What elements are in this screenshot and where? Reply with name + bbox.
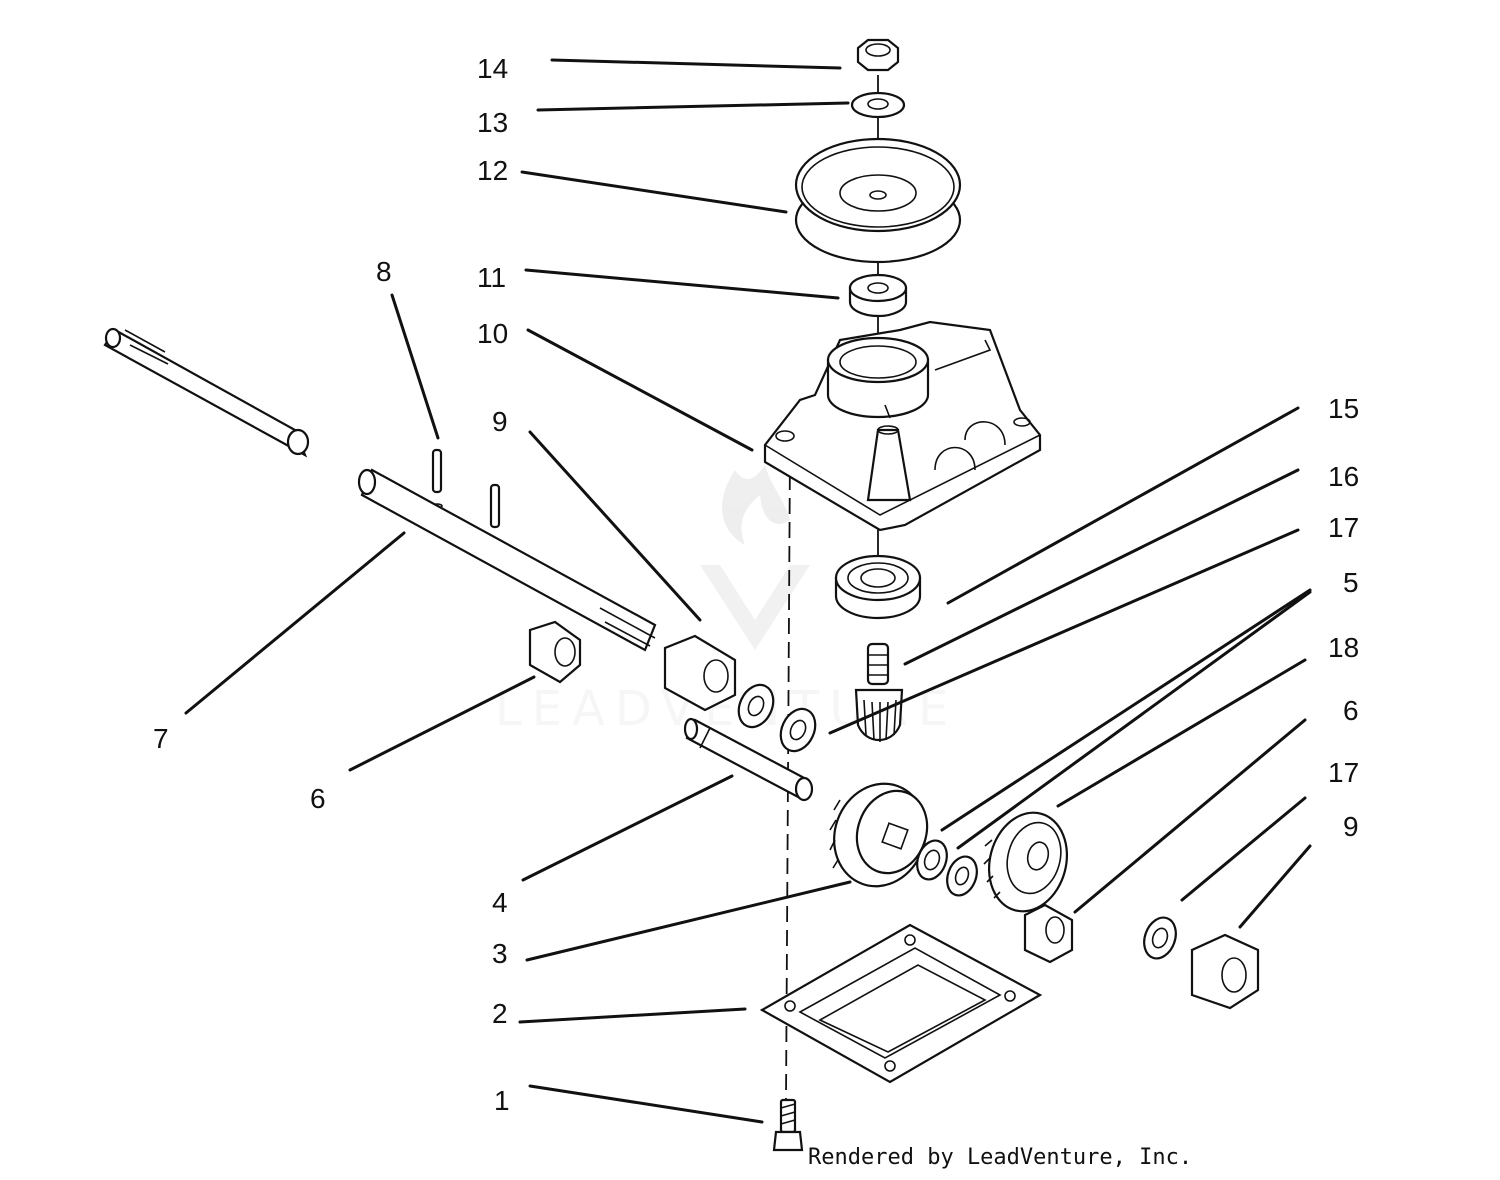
part-2-cover [759,923,1043,1084]
callout-6-left: 6 [310,783,326,814]
part-3-gear [829,782,929,888]
part-9-bushing [663,634,737,712]
callout-11: 11 [477,262,506,293]
part-12-pulley [794,137,962,264]
callout-4: 4 [492,887,508,918]
part-17-washer-right [1143,916,1177,960]
part-9-bushing-right [1190,933,1260,1010]
render-credit: Rendered by LeadVenture, Inc. [808,1145,1193,1170]
part-6-bushing-right [1023,903,1074,964]
leader-lines [184,58,1312,1124]
part-5-washers [916,839,978,897]
callout-3: 3 [492,938,508,969]
callout-2: 2 [492,998,508,1029]
callout-9-left: 9 [492,406,508,437]
callout-1: 1 [494,1085,510,1116]
callout-12: 12 [477,155,508,186]
callout-13: 13 [477,107,508,138]
callout-16: 16 [1328,461,1359,492]
callout-18: 18 [1328,632,1359,663]
part-16-pinion-shaft [854,642,904,742]
part-10-gear-housing [763,320,1042,532]
callout-17-upper: 17 [1328,512,1359,543]
part-4-shaft [683,717,814,802]
callout-5: 5 [1343,567,1359,598]
part-18-spur-gear [983,811,1069,913]
part-7-shaft [357,468,657,652]
part-7-axle [103,327,310,458]
callout-10: 10 [477,318,508,349]
callout-7: 7 [153,723,169,754]
part-6-bushing-left [528,620,582,684]
callout-15: 15 [1328,393,1359,424]
callout-17-lower: 17 [1328,757,1359,788]
part-11-spacer [848,273,908,318]
callout-8: 8 [376,256,392,287]
callout-6-right: 6 [1343,695,1359,726]
part-14-nut [856,38,900,72]
callout-9-right: 9 [1343,811,1359,842]
part-13-washer [850,91,906,119]
part-15-bearing [834,554,922,620]
part-17-washers [737,683,817,753]
callout-labels: 14 13 12 11 10 8 9 7 6 4 3 2 1 15 16 17 … [153,53,1359,1116]
callout-14: 14 [477,53,508,84]
part-1-bolt [772,1098,804,1152]
